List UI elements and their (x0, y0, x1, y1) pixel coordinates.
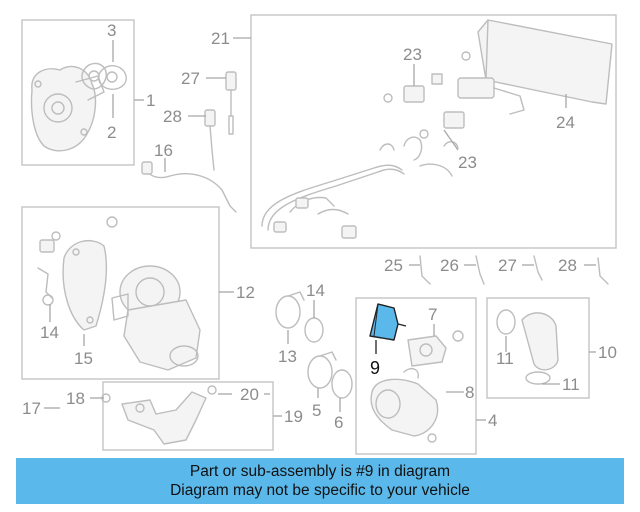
group-box-22 (250, 14, 617, 249)
hose-26-sketch (475, 255, 485, 285)
callout-6: 6 (334, 413, 343, 432)
heat-shield-16-sketch (62, 239, 108, 331)
parts-diagram: 3 2 1 27 28 16 21 23 23 24 25 26 27 28 1… (21, 14, 617, 455)
group-box-1 (21, 19, 135, 166)
group-box-10 (486, 297, 590, 399)
callout-8: 8 (465, 383, 474, 402)
hose-28-sketch (597, 257, 609, 285)
callout-12: 12 (236, 283, 255, 302)
callout-20: 19 (284, 407, 303, 426)
ring-14-sketch (304, 317, 324, 343)
sensor-29-sketch (225, 71, 237, 135)
callout-9[interactable]: 9 (370, 358, 380, 378)
callout-3: 3 (107, 21, 116, 40)
callout-17: 16 (154, 141, 173, 160)
banner-line-disclaimer: Diagram may not be specific to your vehi… (170, 482, 470, 499)
callout-15: 14 (40, 323, 59, 342)
bracket-15-sketch (37, 267, 54, 306)
turbo-housing-sketch (30, 65, 105, 152)
gasket-3-sketch (97, 65, 127, 90)
actuator-7-sketch (407, 330, 464, 367)
group-box-4 (355, 297, 477, 455)
clamp-5-sketch (307, 351, 337, 389)
callout-22: 21 (211, 29, 230, 48)
pipe-17-sketch (141, 161, 237, 213)
elbow-8-sketch (403, 367, 419, 379)
info-banner: Part or sub-assembly is #9 in diagram Di… (16, 458, 624, 504)
callout-26: 26 (440, 256, 459, 275)
nuts-12-sketch (39, 216, 118, 253)
ring-6-sketch (331, 369, 353, 399)
turbocharger-12-sketch (111, 265, 201, 371)
intercooler-24-sketch (477, 19, 613, 105)
callout-10: 10 (598, 343, 617, 362)
callout-4: 4 (488, 411, 497, 430)
group-box-12 (21, 206, 220, 380)
intake-pipe-10-sketch (521, 312, 559, 385)
bracket-20-sketch (101, 385, 217, 445)
gasket-2-sketch (81, 62, 107, 90)
callout-21: 20 (240, 385, 259, 404)
hose-27-sketch (533, 255, 543, 281)
callout-29: 27 (181, 69, 200, 88)
callout-25: 25 (384, 256, 403, 275)
callout-13: 13 (278, 347, 297, 366)
callout-1: 1 (146, 91, 155, 110)
ring-11-sketch (496, 309, 516, 335)
heat-shield-9[interactable] (369, 303, 407, 341)
clamp-13-sketch (275, 291, 305, 329)
callout-19: 18 (66, 389, 85, 408)
callout-7: 7 (428, 305, 437, 324)
callout-30: 28 (163, 107, 182, 126)
callout-11a: 11 (496, 349, 514, 368)
callout-5: 5 (312, 401, 321, 420)
sensor-30-sketch (204, 109, 216, 171)
bracket-23-sketch (383, 51, 525, 139)
callout-23a: 23 (403, 45, 422, 64)
callout-23b: 23 (458, 153, 477, 172)
callout-24: 24 (556, 113, 575, 132)
callout-16: 15 (74, 349, 93, 368)
callout-11b: 11 (562, 375, 580, 394)
coolant-lines-sketch (261, 136, 459, 239)
leader-lines (44, 37, 596, 421)
banner-line-part: Part or sub-assembly is #9 in diagram (189, 463, 451, 480)
callout-27: 27 (498, 256, 517, 275)
callout-28: 28 (558, 256, 577, 275)
outlet-4-sketch (370, 378, 439, 443)
callout-2: 2 (107, 123, 116, 142)
hose-25-sketch (419, 255, 431, 285)
callout-14: 14 (306, 281, 325, 300)
callout-18: 17 (22, 399, 41, 418)
